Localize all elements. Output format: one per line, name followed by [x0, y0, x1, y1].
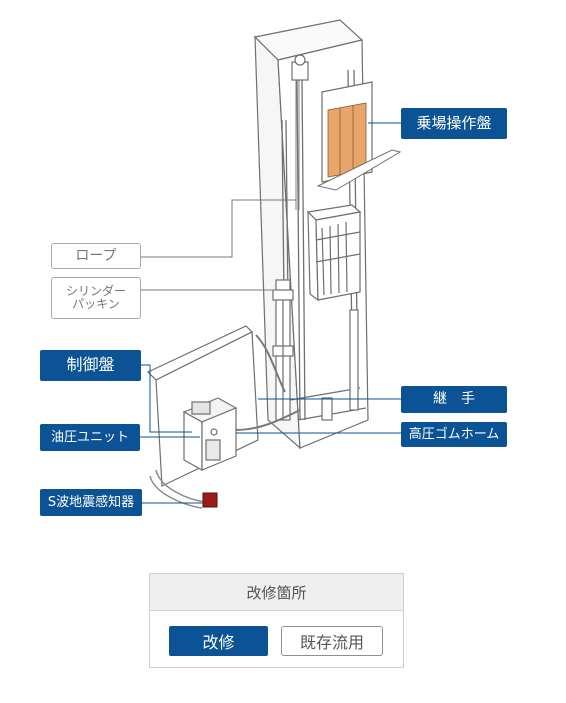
label-control-panel: 制御盤	[40, 350, 141, 381]
hydraulic-unit	[182, 397, 238, 472]
leader-lines	[140, 122, 401, 504]
cylinder	[272, 279, 294, 421]
label-cylinder-packing-line1: シリンダー	[65, 284, 126, 299]
label-cylinder-packing: シリンダー パッキン	[51, 277, 141, 319]
legend-reuse-chip: 既存流用	[281, 626, 383, 656]
label-joint: 継 手	[401, 386, 507, 413]
elevator-car	[306, 204, 362, 302]
sensor-cable	[149, 469, 207, 509]
label-hydraulic-unit: 油圧ユニット	[40, 424, 140, 451]
rope	[295, 80, 300, 210]
sensor-box	[202, 492, 218, 508]
legend: 改修箇所 改修 既存流用	[149, 573, 404, 668]
label-landing-panel: 乗場操作盤	[401, 108, 507, 139]
label-rope: ロープ	[51, 243, 141, 269]
label-high-pressure-hose: 高圧ゴムホーム	[401, 422, 507, 447]
landing-door	[316, 81, 402, 191]
legend-renovate-chip: 改修	[169, 626, 268, 656]
label-cylinder-packing-line2: パッキン	[72, 297, 120, 311]
high-pressure-hose	[235, 334, 301, 431]
pulley	[291, 54, 309, 81]
pit-frame	[289, 309, 367, 421]
label-s-wave-sensor: S波地震感知器	[40, 489, 142, 516]
legend-title: 改修箇所	[150, 574, 403, 611]
